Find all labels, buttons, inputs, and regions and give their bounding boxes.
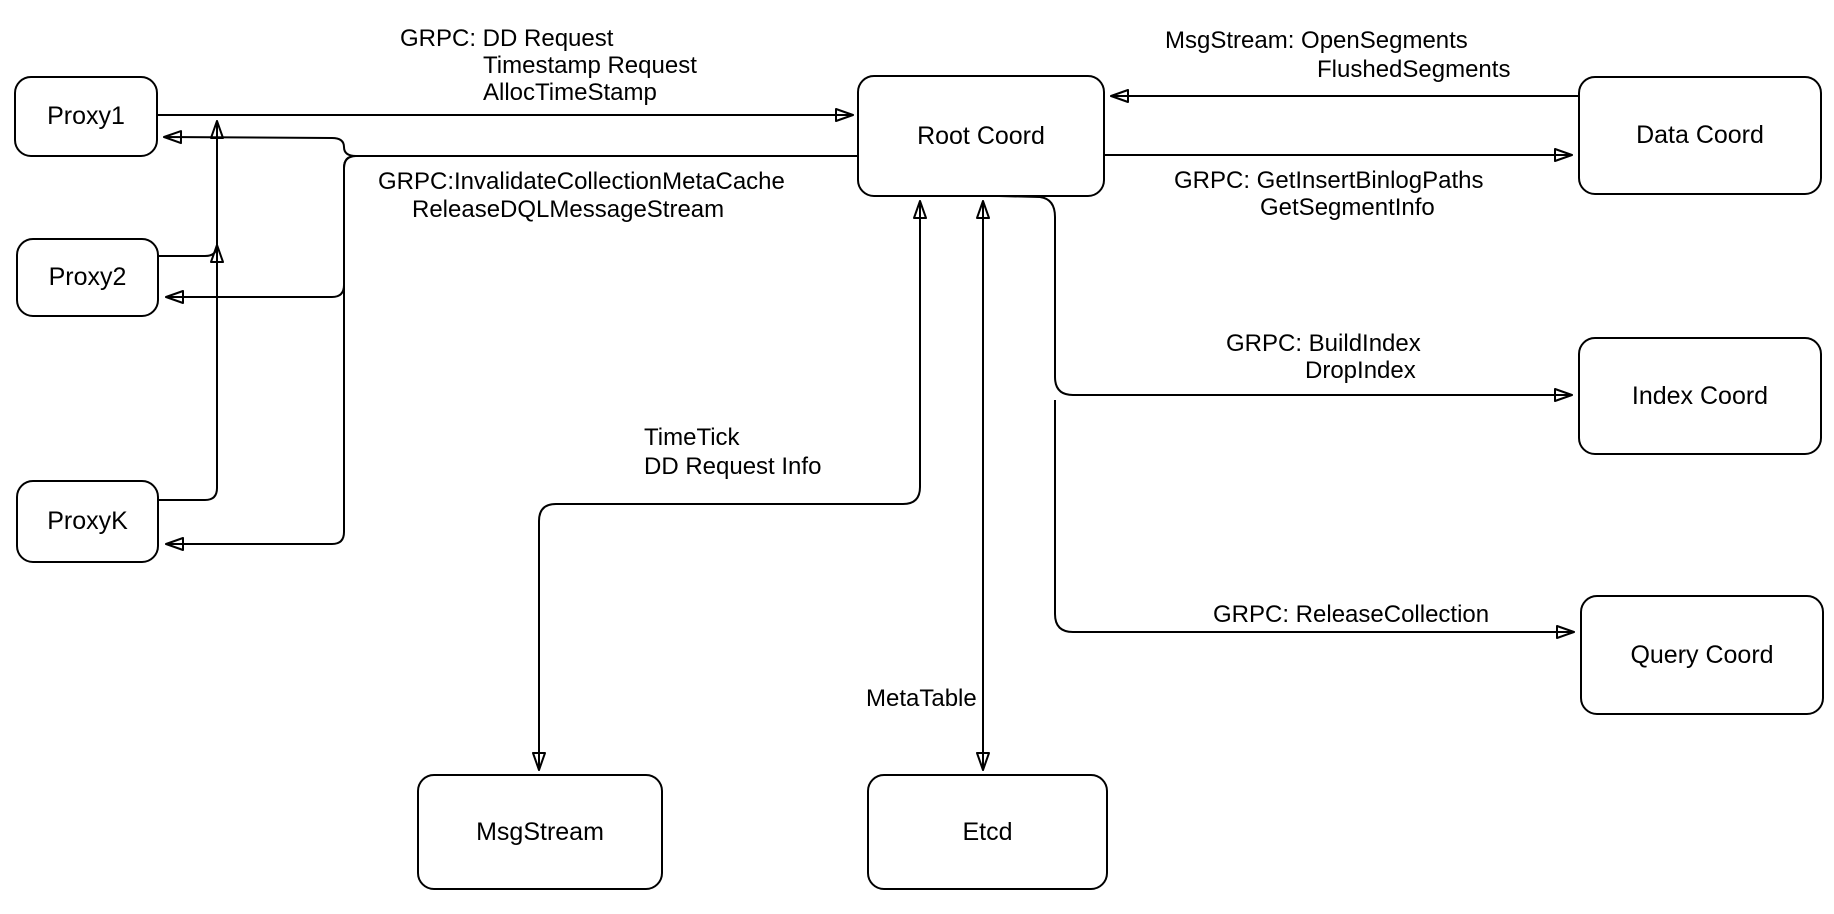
edge-rootcoord-to-querycoord [1054, 400, 1575, 639]
node-data-coord-label: Data Coord [1636, 121, 1764, 149]
node-root-coord: Root Coord [857, 75, 1105, 197]
node-proxy2-label: Proxy2 [48, 263, 127, 291]
edge-rootcoord-to-proxy1 [163, 130, 857, 157]
node-query-coord: Query Coord [1580, 595, 1824, 715]
node-root-coord-label: Root Coord [917, 121, 1045, 150]
node-index-coord: Index Coord [1578, 337, 1822, 455]
node-data-coord: Data Coord [1578, 76, 1822, 195]
edge-label-root-to-index-line1: GRPC: BuildIndex [1226, 330, 1421, 357]
node-proxyk-label: ProxyK [47, 507, 128, 535]
node-query-coord-label: Query Coord [1630, 640, 1774, 669]
edge-label-proxy-to-root-line2: Timestamp Request [483, 52, 697, 79]
node-etcd-label: Etcd [962, 817, 1013, 846]
edge-label-root-to-proxy-line1: GRPC:InvalidateCollectionMetaCache [378, 168, 785, 195]
edge-rootcoord-msgstream [532, 200, 927, 771]
edge-proxy2-request-join [159, 244, 224, 264]
edge-label-root-to-data-line1: GRPC: GetInsertBinlogPaths [1174, 167, 1484, 194]
edge-rootcoord-to-proxy2 [165, 155, 357, 304]
node-msgstream: MsgStream [417, 774, 663, 890]
node-msgstream-label: MsgStream [476, 817, 604, 846]
node-proxyk: ProxyK [16, 480, 159, 563]
node-index-coord-label: Index Coord [1631, 381, 1769, 410]
edge-label-proxy-to-root-line3: AllocTimeStamp [483, 79, 657, 106]
edge-label-root-to-index-line2: DropIndex [1305, 357, 1416, 384]
edge-label-root-to-msgstream-line1: TimeTick [644, 424, 740, 451]
edge-proxyk-request-bus [159, 120, 224, 501]
edge-label-data-to-root-line1: MsgStream: OpenSegments [1165, 27, 1468, 54]
edge-label-root-to-proxy-line2: ReleaseDQLMessageStream [412, 196, 725, 223]
edge-label-proxy-to-root-line1: GRPC: DD Request [400, 25, 614, 52]
edge-rootcoord-to-proxyk [165, 155, 357, 551]
edge-label-root-to-msgstream-line2: DD Request Info [644, 453, 822, 480]
edge-label-root-to-query-line1: GRPC: ReleaseCollection [1213, 601, 1490, 628]
node-proxy2: Proxy2 [16, 238, 159, 317]
edge-label-data-to-root-line2: FlushedSegments [1317, 56, 1511, 83]
edge-rootcoord-to-indexcoord [998, 195, 1573, 402]
node-proxy1: Proxy1 [14, 76, 158, 157]
edge-label-root-to-etcd-line1: MetaTable [866, 685, 977, 712]
edge-label-root-to-data-line2: GetSegmentInfo [1260, 194, 1435, 221]
node-proxy1-label: Proxy1 [47, 102, 125, 130]
node-etcd: Etcd [867, 774, 1108, 890]
